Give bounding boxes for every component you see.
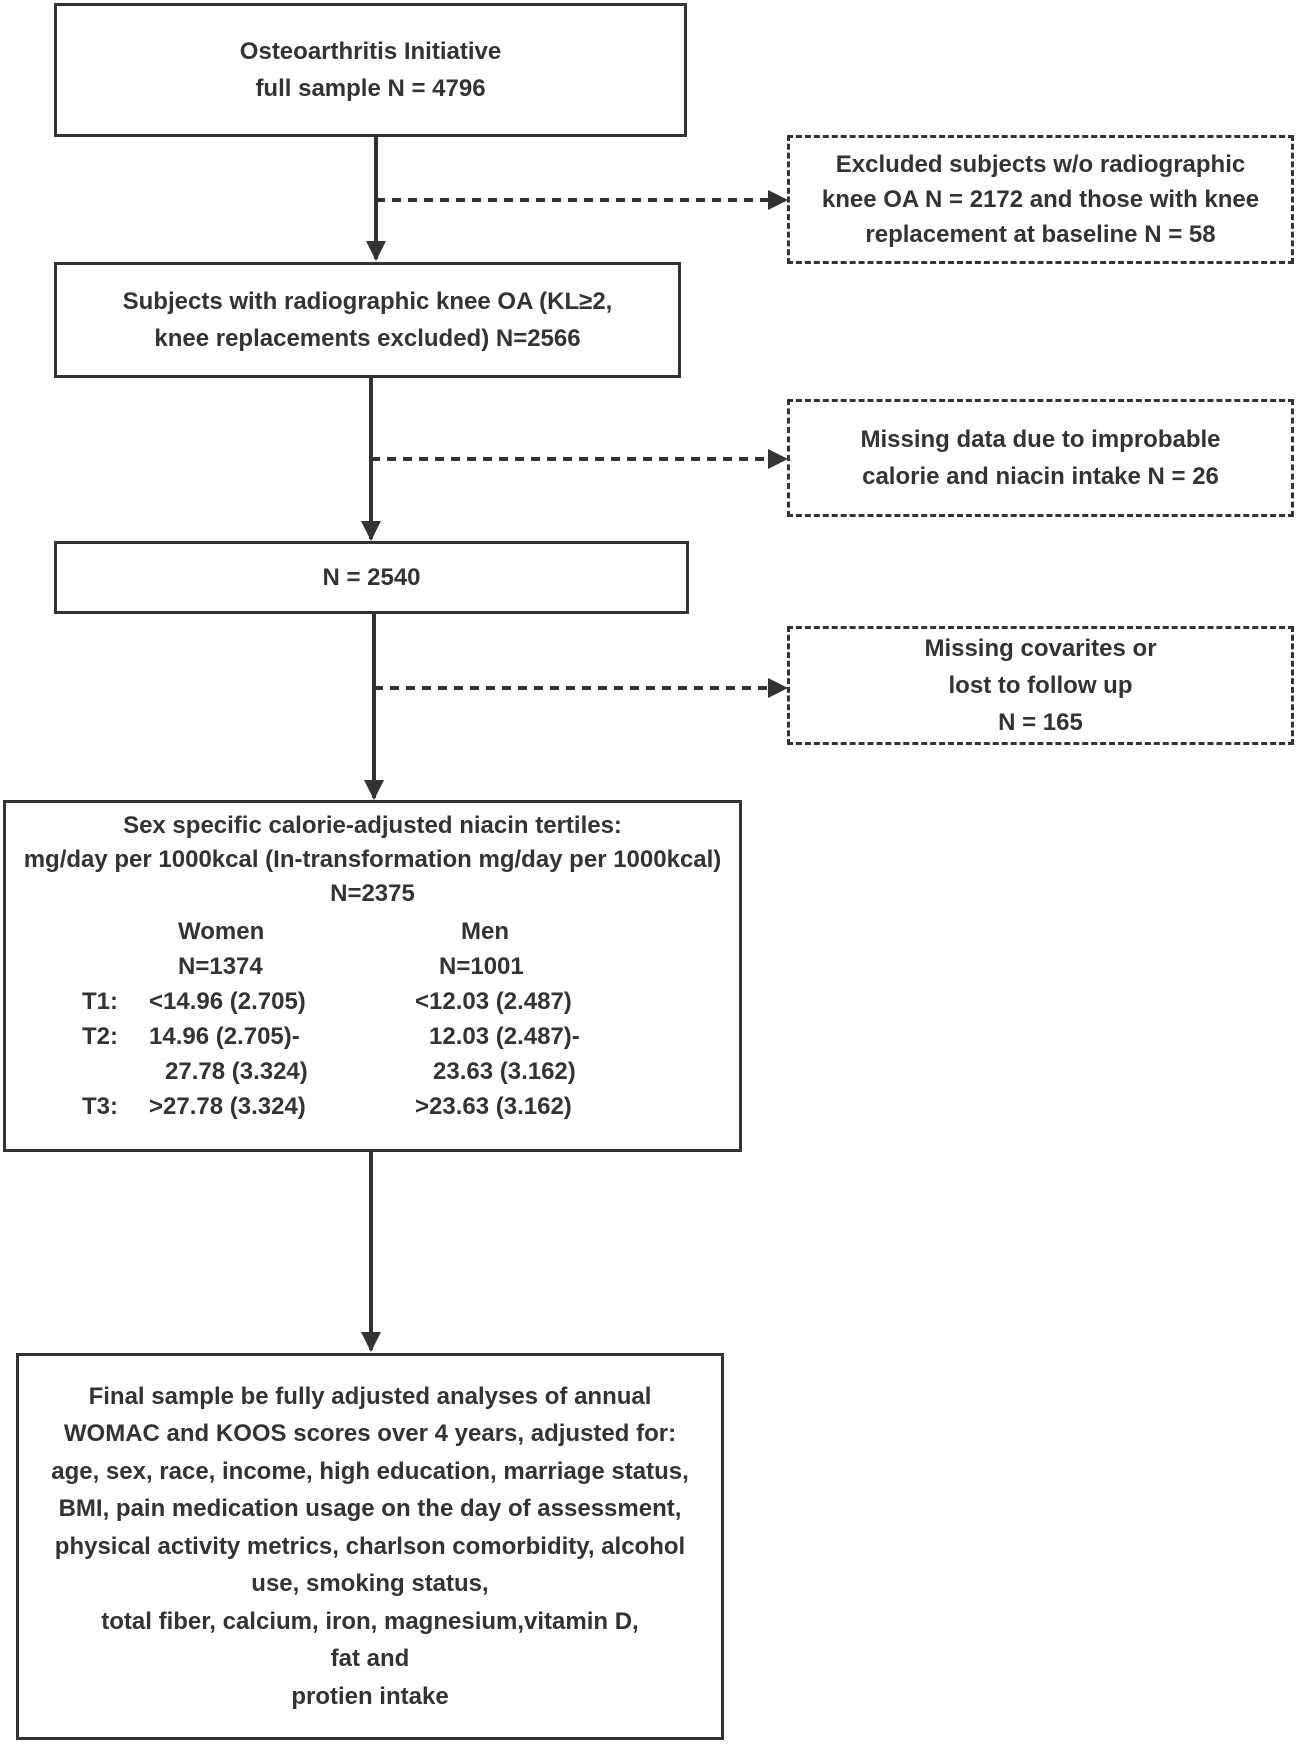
men-n: N=1001 [439,953,524,980]
n2540-label: N = 2540 [322,564,421,591]
full-sample-box: Osteoarthritis Initiative full sample N … [54,3,687,137]
tertiles-title-line-1: Sex specific calorie-adjusted niacin ter… [123,812,622,839]
row-label: T1: [82,988,118,1015]
excluded-line-2: knee OA N = 2172 and those with knee [821,186,1260,213]
missing-calorie-line-2: calorie and niacin intake N = 26 [862,463,1219,490]
women-header: Women [178,918,265,945]
missing-covariates-line-3: N = 165 [998,709,1083,736]
full-sample-line-1: Osteoarthritis Initiative [239,38,502,65]
final-line-9: protien intake [291,1682,449,1710]
n2540-box: N = 2540 [54,541,689,614]
excluded-line-1: Excluded subjects w/o radiographic [835,151,1246,178]
women-value: <14.96 (2.705) [149,988,306,1015]
radiographic-line-1: Subjects with radiographic knee OA (KL≥2… [122,288,613,315]
men-header: Men [461,918,509,945]
missing-calorie-box: Missing data due to improbable calorie a… [787,399,1294,517]
tertiles-title: Sex specific calorie-adjusted niacin ter… [24,809,722,911]
missing-covariates-box: Missing covarites or lost to follow up N… [787,626,1294,745]
final-line-5: physical activity metrics, charlson como… [54,1532,686,1560]
final-line-2: WOMAC and KOOS scores over 4 years, adju… [63,1420,677,1448]
missing-calorie-line-1: Missing data due to improbable [860,426,1221,453]
excluded-no-oa-box: Excluded subjects w/o radiographic knee … [787,135,1294,264]
final-line-4: BMI, pain medication usage on the day of… [58,1495,682,1523]
excluded-line-3: replacement at baseline N = 58 [865,221,1216,248]
final-line-3: age, sex, race, income, high education, … [51,1457,689,1485]
final-line-8: fat and [330,1645,410,1673]
tertiles-table: Women Men N=1374 N=1001 T1: <14.96 (2.70… [6,911,739,1120]
radiographic-oa-box: Subjects with radiographic knee OA (KL≥2… [54,262,681,378]
tertiles-box: Sex specific calorie-adjusted niacin ter… [3,800,742,1152]
final-line-1: Final sample be fully adjusted analyses … [88,1382,652,1410]
full-sample-line-2: full sample N = 4796 [255,75,486,102]
tertiles-title-line-3: N=2375 [330,880,415,907]
missing-covariates-line-1: Missing covarites or [924,635,1157,662]
final-line-7: total fiber, calcium, iron, magnesium,vi… [101,1607,639,1635]
missing-covariates-line-2: lost to follow up [948,672,1133,699]
men-value: 12.03 (2.487)- [429,1023,580,1050]
women-n: N=1374 [178,953,263,980]
radiographic-line-2: knee replacements excluded) N=2566 [154,325,581,352]
final-sample-box: Final sample be fully adjusted analyses … [16,1353,724,1740]
men-value: >23.63 (3.162) [415,1093,572,1120]
women-value: 14.96 (2.705)- [149,1023,300,1050]
row-label: T2: [82,1023,118,1050]
men-value: <12.03 (2.487) [415,988,572,1015]
women-value: >27.78 (3.324) [149,1093,306,1120]
tertiles-title-line-2: mg/day per 1000kcal (In-transformation m… [23,846,722,873]
row-label: T3: [82,1093,118,1120]
women-value: 27.78 (3.324) [165,1058,308,1085]
men-value: 23.63 (3.162) [433,1058,576,1085]
final-line-6: use, smoking status, [251,1570,489,1598]
